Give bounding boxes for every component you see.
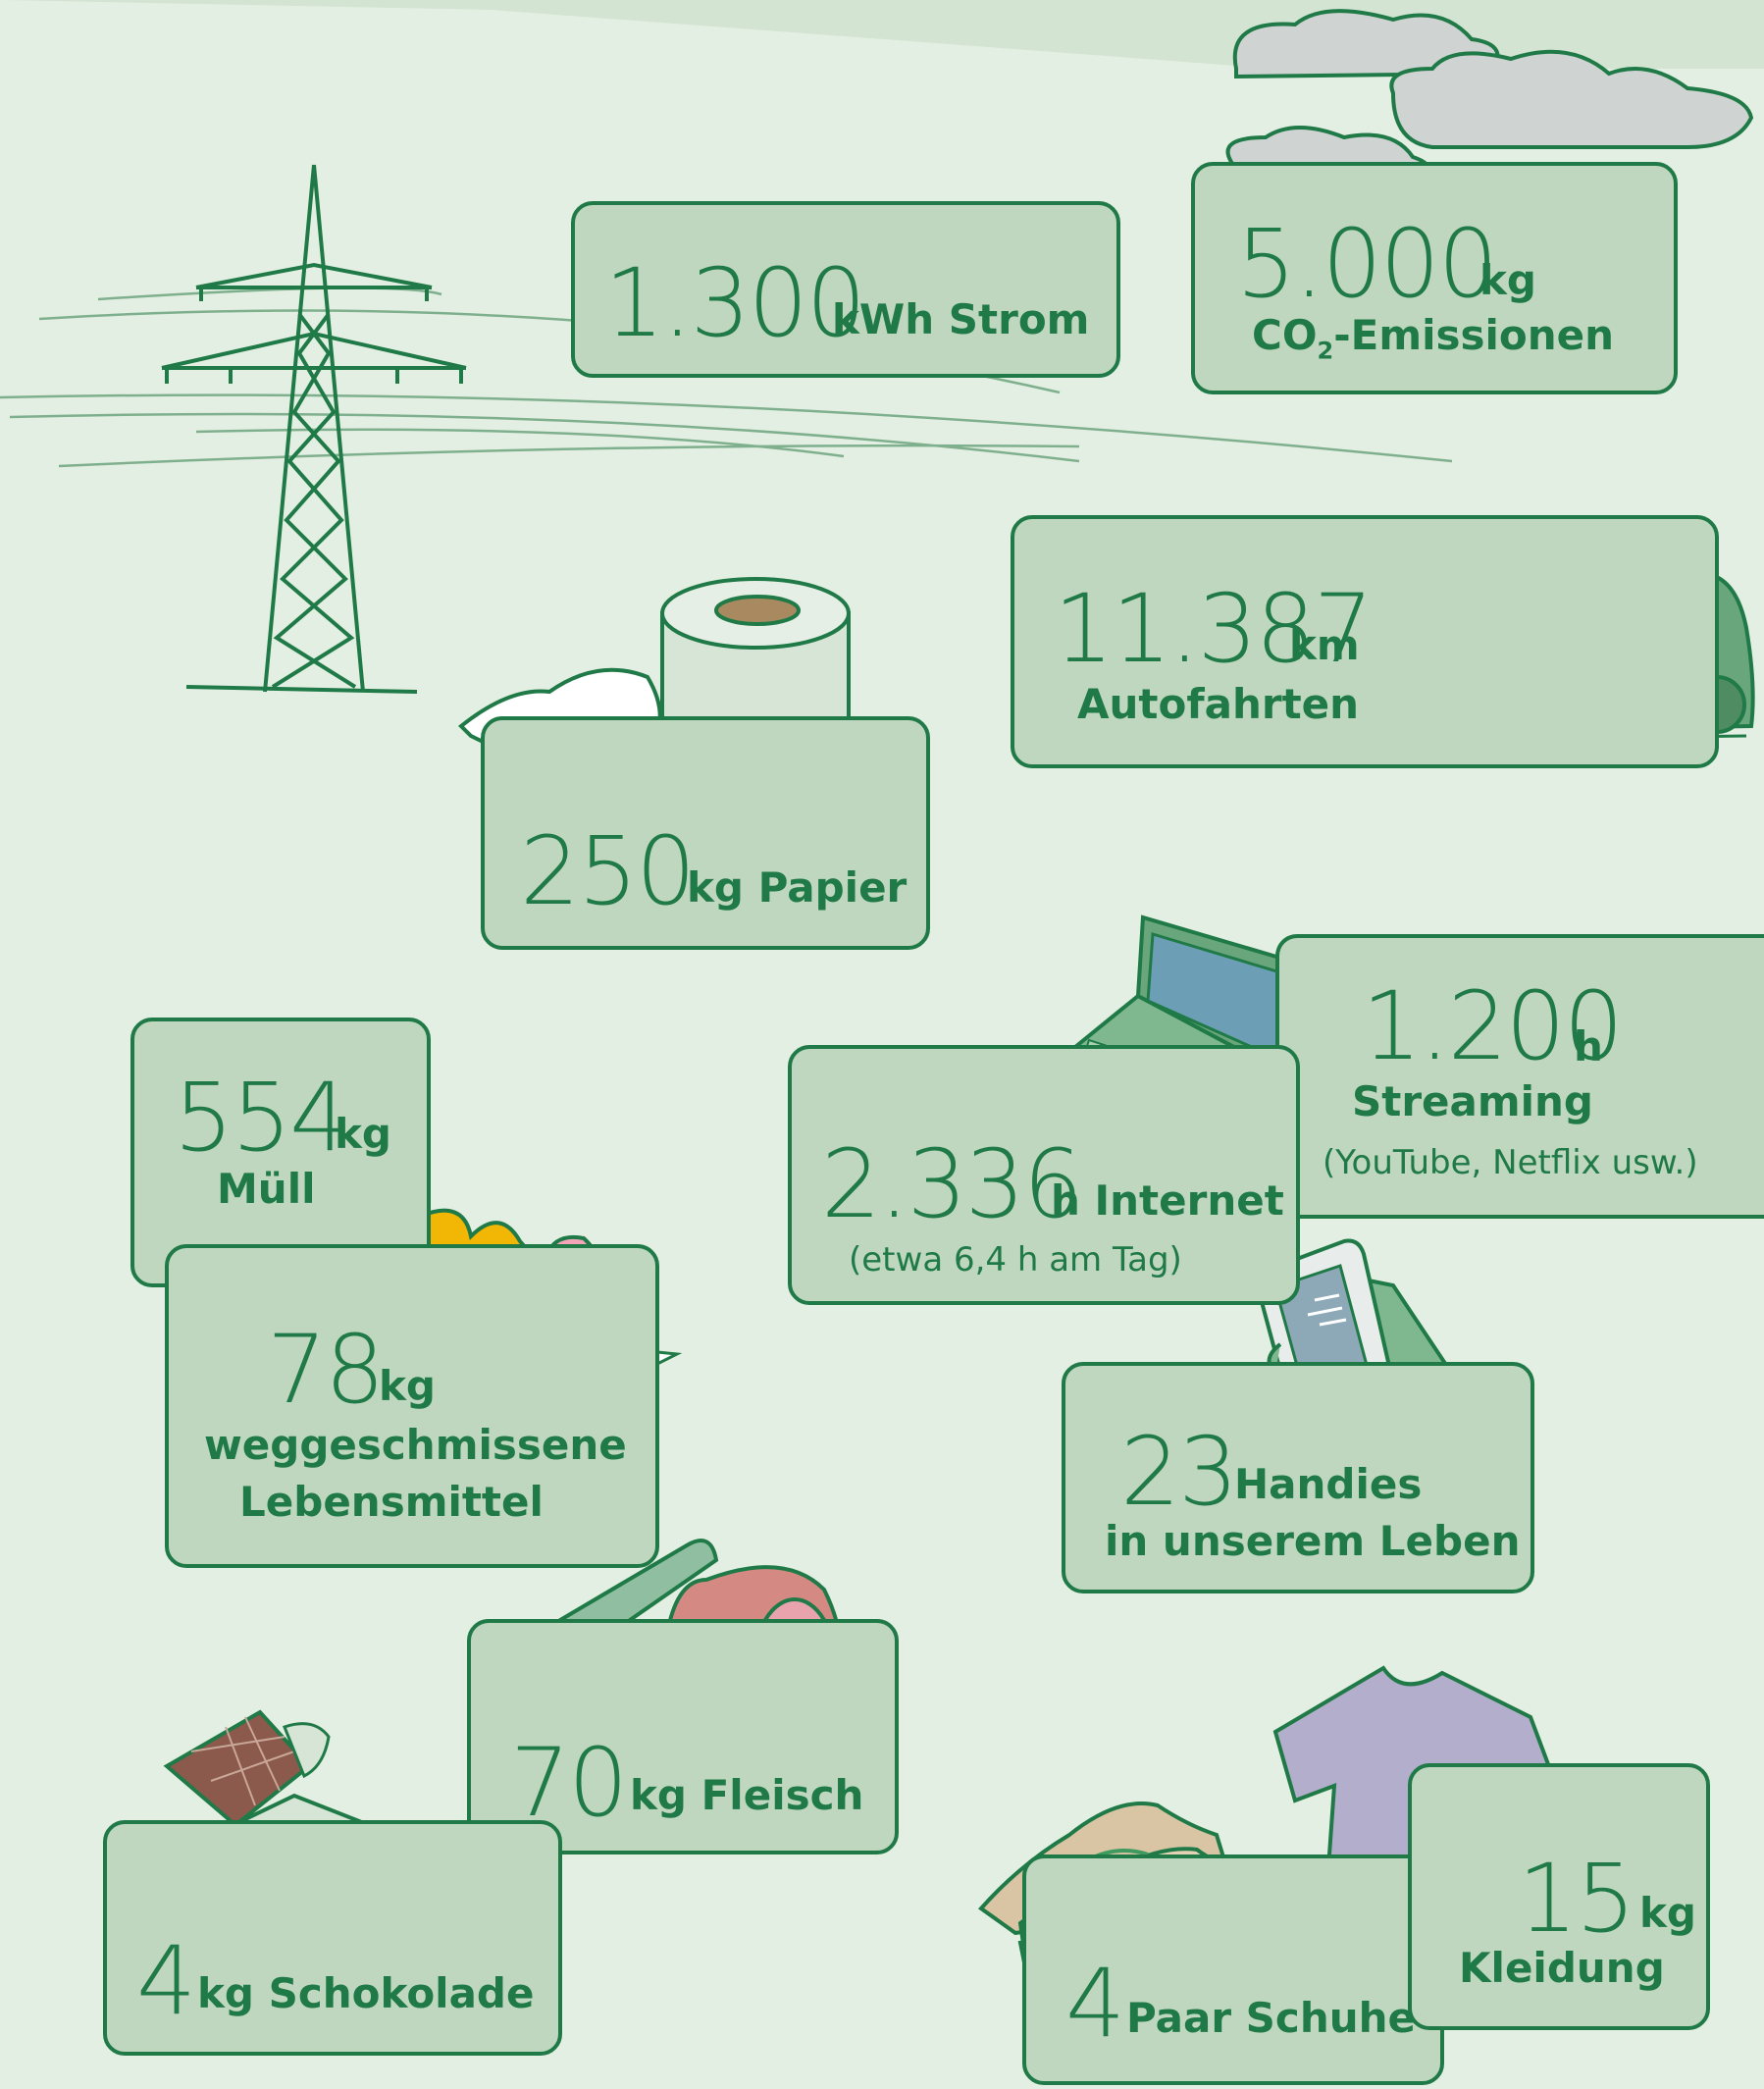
stat-value: 554 (174, 1063, 349, 1173)
stat-value: 78 (267, 1315, 385, 1425)
power-pylon-icon (161, 164, 467, 694)
stat-card-schuhe: 4 Paar Schuhe (1022, 1854, 1444, 2085)
stat-card-internet: 2.336 h Internet (etwa 6,4 h am Tag) (788, 1045, 1300, 1305)
stat-card-streaming: 1.200 h Streaming (YouTube, Netflix usw.… (1275, 934, 1764, 1219)
stat-value: 1.300 (604, 248, 866, 358)
stat-unit: kg Fleisch (630, 1771, 864, 1819)
stat-value: 23 (1120, 1417, 1238, 1527)
stat-card-schokolade: 4 kg Schokolade (103, 1820, 562, 2056)
stat-card-handies: 23 Handies in unserem Leben (1062, 1362, 1534, 1593)
stat-value: 5.000 (1236, 209, 1498, 319)
stat-unit: km (1289, 621, 1360, 669)
sky-band (0, 0, 1764, 69)
stat-card-lebensmittel: 78 kg weggeschmissene Lebensmittel (165, 1244, 659, 1568)
stat-value: 4 (136, 1926, 196, 2036)
stat-card-papier: 250 kg Papier (481, 716, 930, 950)
stat-label: Lebensmittel (239, 1478, 544, 1526)
stat-unit: kWh Strom (832, 295, 1090, 343)
stat-card-co2: 5.000 kg CO2-Emissionen (1191, 162, 1678, 394)
stat-label: Streaming (1352, 1077, 1593, 1125)
stat-label: CO2-Emissionen (1252, 311, 1615, 365)
stat-card-kleidung: 15 kg Kleidung (1408, 1763, 1710, 2030)
stat-note: (YouTube, Netflix usw.) (1323, 1143, 1698, 1182)
stat-label: Kleidung (1459, 1944, 1665, 1992)
stat-unit: kg (335, 1110, 391, 1158)
stat-unit: Paar Schuhe (1126, 1994, 1417, 2042)
stat-unit: kg (379, 1362, 436, 1410)
stat-unit: Handies (1234, 1460, 1423, 1508)
stat-unit: kg (1639, 1889, 1696, 1937)
stat-unit: kg Papier (687, 863, 908, 912)
stat-note: (etwa 6,4 h am Tag) (849, 1240, 1182, 1280)
stat-label: weggeschmissene (204, 1421, 627, 1469)
stat-card-strom: 1.300 kWh Strom (571, 201, 1120, 378)
stat-label: Müll (217, 1165, 316, 1213)
stat-unit: h (1574, 1022, 1603, 1071)
stat-value: 4 (1065, 1949, 1125, 2059)
stat-value: 1.200 (1362, 971, 1624, 1081)
stat-unit: kg (1479, 256, 1536, 304)
stat-card-muell: 554 kg Müll (130, 1018, 431, 1287)
stat-label: in unserem Leben (1105, 1517, 1521, 1565)
stat-value: 250 (520, 816, 696, 926)
stat-value: 15 (1518, 1844, 1635, 1954)
clouds-icon (1225, 9, 1754, 183)
stat-unit: h Internet (1051, 1176, 1284, 1225)
stat-unit: kg Schokolade (197, 1969, 535, 2017)
stat-value: 11.387 (1054, 574, 1374, 684)
stat-label: Autofahrten (1077, 680, 1360, 728)
stat-value: 70 (510, 1728, 628, 1838)
stat-card-fleisch: 70 kg Fleisch (467, 1619, 899, 1854)
stat-card-auto: 11.387 km Autofahrten (1011, 515, 1719, 768)
stat-value: 2.336 (821, 1129, 1083, 1239)
